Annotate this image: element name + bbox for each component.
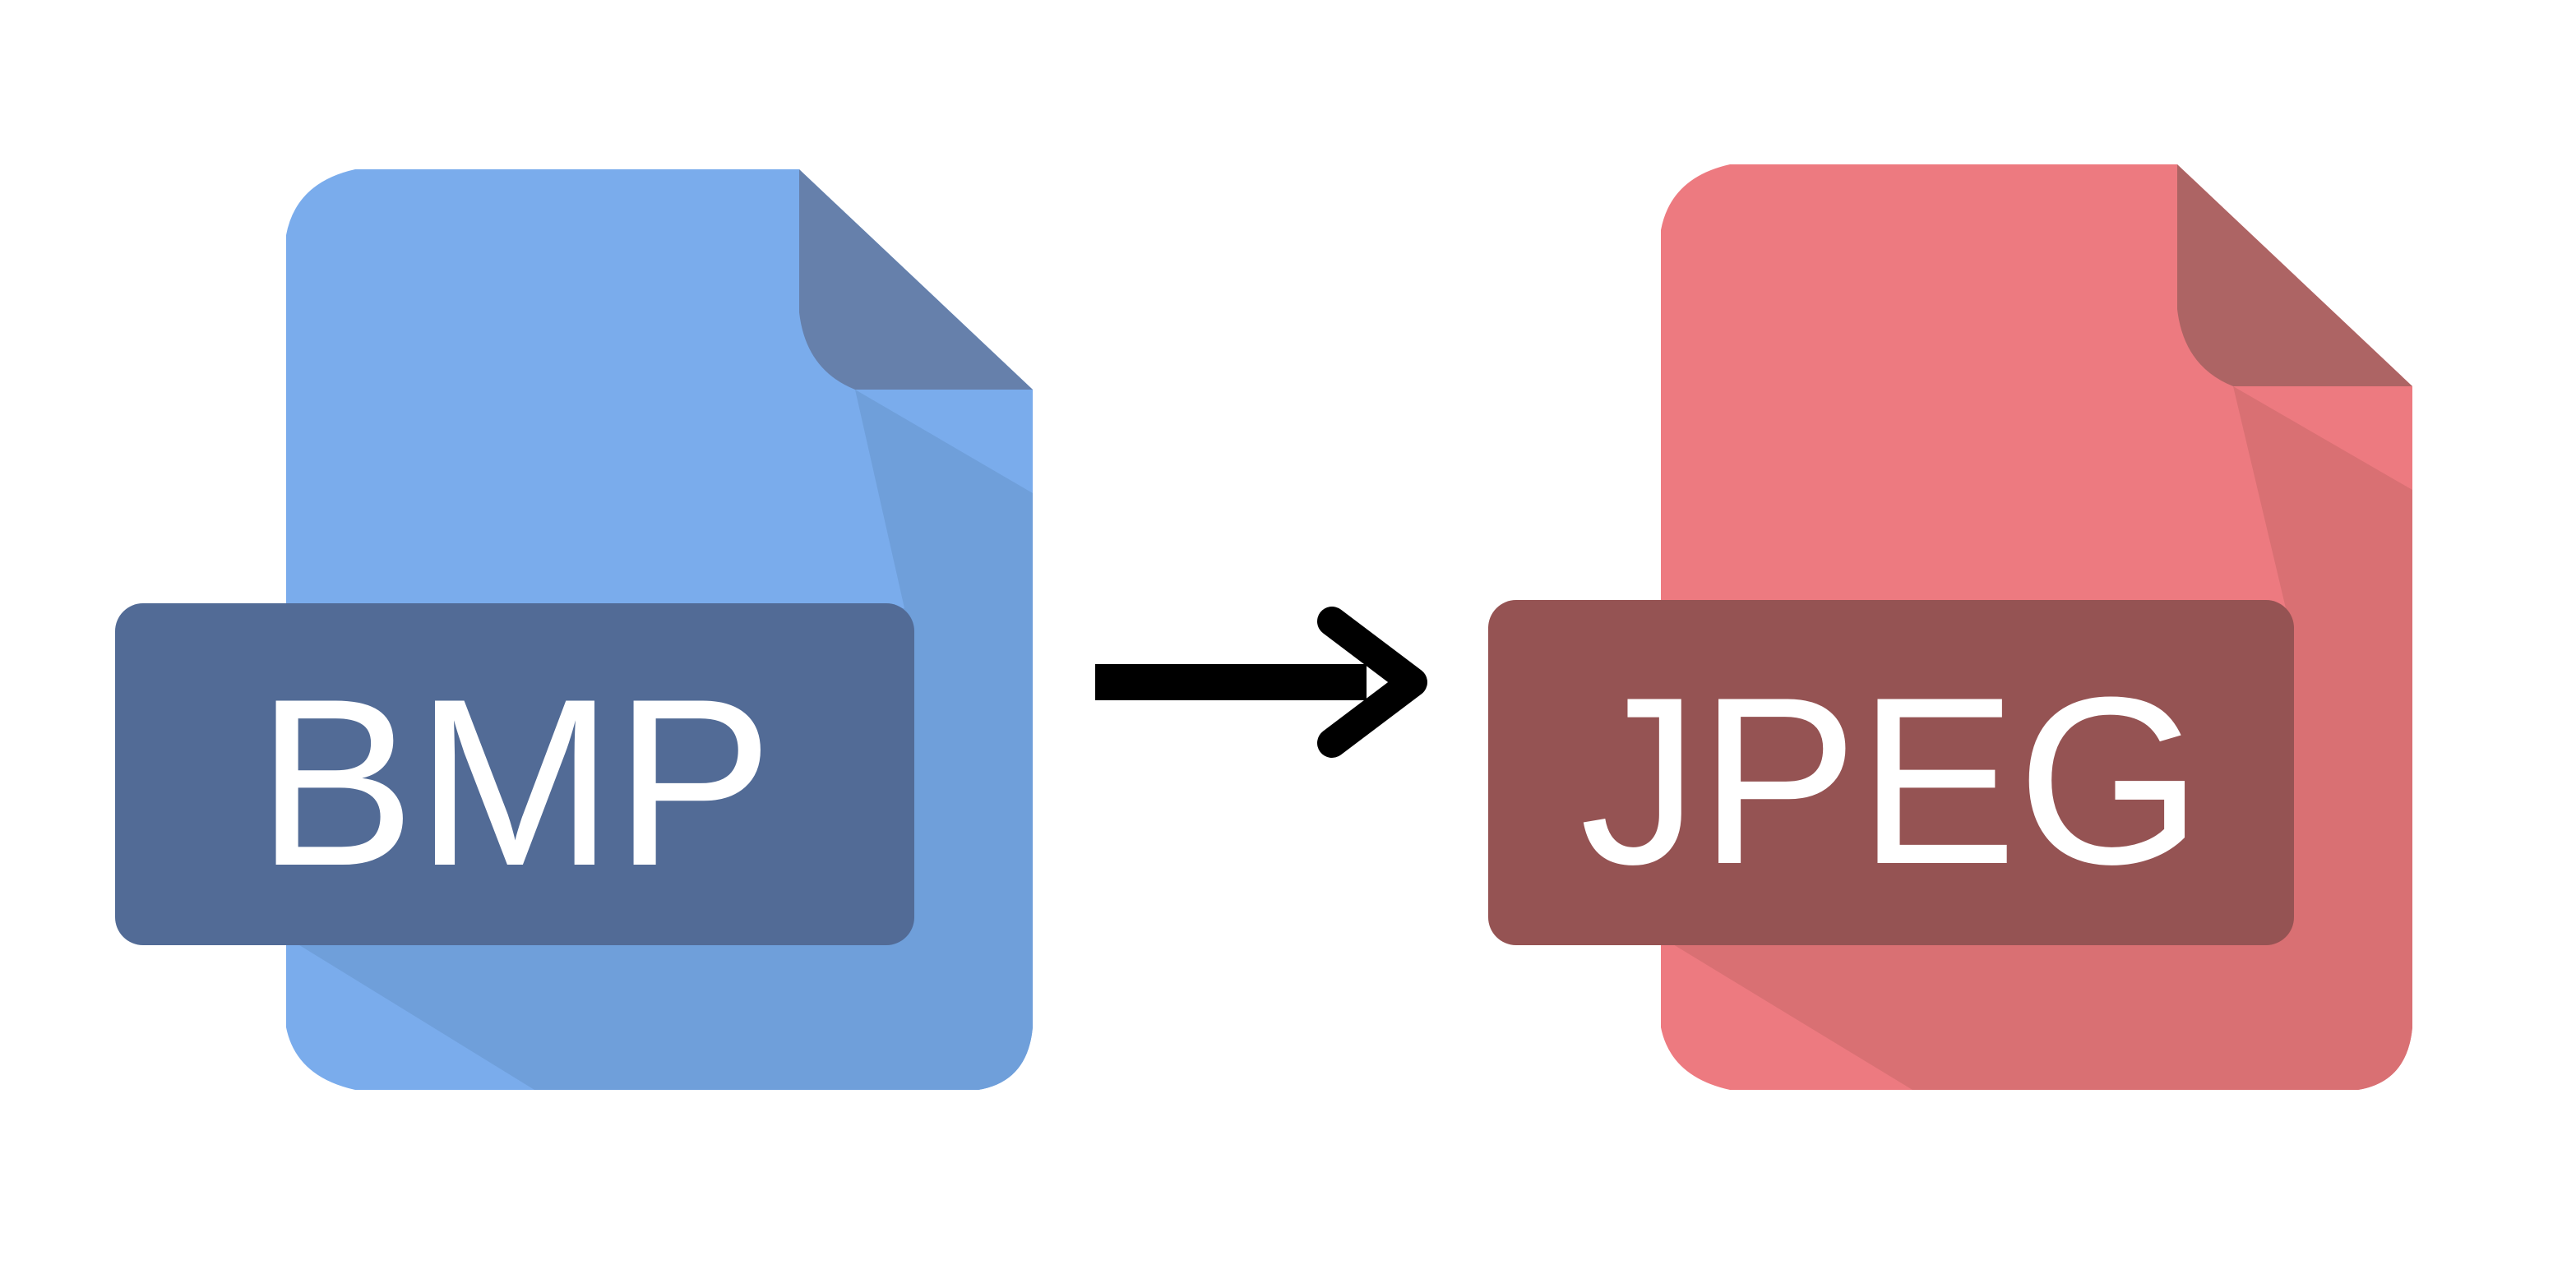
jpeg-label-background — [1488, 600, 2294, 945]
bmp-file-icon: BMP — [115, 169, 1033, 1090]
arrow-right-icon — [1095, 607, 1427, 758]
bmp-label-background — [115, 603, 914, 945]
bmp-label: BMP — [257, 649, 773, 916]
jpeg-label: JPEG — [1579, 648, 2202, 914]
jpeg-file-icon: JPEG — [1488, 164, 2412, 1090]
